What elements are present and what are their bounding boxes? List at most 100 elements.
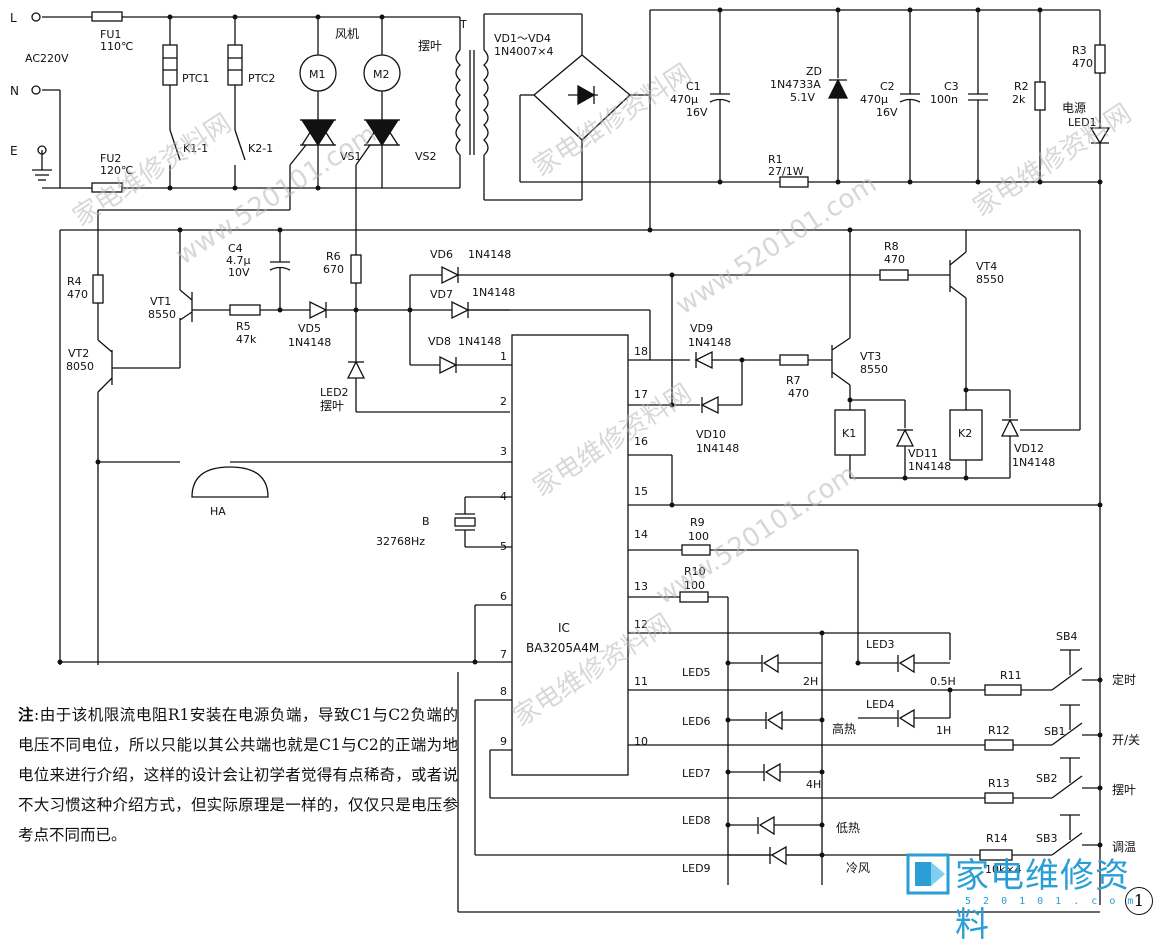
ic-pin-right: 18	[634, 345, 648, 358]
vd12-part: 1N4148	[1012, 456, 1055, 469]
logo-url: 5 2 0 1 0 1 . c o m	[965, 896, 1137, 907]
ic-pin-left: 5	[500, 540, 507, 553]
led6-label: LED6	[682, 715, 711, 728]
r9-label: R9	[690, 516, 705, 529]
crystal-label: B	[422, 515, 430, 528]
key-swing: 摆叶	[1112, 783, 1136, 797]
r2-label: R2	[1014, 80, 1029, 93]
ic-pin-right: 15	[634, 485, 648, 498]
led1-caption: 电源	[1062, 101, 1086, 115]
r5-value: 47k	[236, 333, 257, 346]
label-high-heat: 高热	[832, 721, 856, 736]
ptc1-label: PTC1	[182, 72, 209, 85]
buzzer-label: HA	[210, 505, 226, 518]
vd7-part: 1N4148	[472, 286, 515, 299]
vd6-part: 1N4148	[468, 248, 511, 261]
key-temp: 调温	[1112, 840, 1136, 854]
vs2-label: VS2	[415, 150, 437, 163]
c1-label: C1	[686, 80, 701, 93]
swing-motor-label: 摆叶	[418, 39, 442, 53]
ic-pin-right: 10	[634, 735, 648, 748]
c1-voltage: 16V	[686, 106, 708, 119]
r1-label: R1	[768, 153, 783, 166]
terminal-e: E	[10, 144, 18, 158]
zd-part: 1N4733A	[770, 78, 821, 91]
ic-pin-right: 12	[634, 618, 648, 631]
led2-caption: 摆叶	[320, 399, 344, 413]
led8-label: LED8	[682, 814, 711, 827]
r6-value: 670	[323, 263, 344, 276]
ic-pin-right: 16	[634, 435, 648, 448]
c2-label: C2	[880, 80, 895, 93]
ic-pin-left: 8	[500, 685, 507, 698]
footnote-text: :由于该机限流电阻R1安装在电源负端，导致C1与C2负端的电压不同电位，所以只能…	[18, 706, 458, 844]
ic-pin-left: 3	[500, 445, 507, 458]
transformer-label: T	[459, 18, 467, 31]
label-low-heat: 低热	[836, 821, 860, 835]
led2-label: LED2	[320, 386, 349, 399]
vd5-part: 1N4148	[288, 336, 331, 349]
site-logo: 家电维修资料 5 2 0 1 0 1 . c o m	[905, 846, 1155, 945]
label-4h: 4H	[806, 778, 821, 791]
r9-value: 100	[688, 530, 709, 543]
key-timer: 定时	[1112, 672, 1136, 687]
r13-label: R13	[988, 777, 1010, 790]
crystal-freq: 32768Hz	[376, 535, 425, 548]
led1-label: LED1	[1068, 116, 1097, 129]
ic-pin-right: 13	[634, 580, 648, 593]
footnote-lead: 注	[18, 705, 35, 724]
bridge-part: 1N4007×4	[494, 45, 553, 58]
r7-value: 470	[788, 387, 809, 400]
sb2-label: SB2	[1036, 772, 1058, 785]
c2-voltage: 16V	[876, 106, 898, 119]
c4-voltage: 10V	[228, 266, 250, 279]
vt1-part: 8550	[148, 308, 176, 321]
zd-label: ZD	[806, 65, 822, 78]
m2-label: M2	[373, 68, 390, 81]
ic-pin-right: 11	[634, 675, 648, 688]
sb1-label: SB1	[1044, 725, 1066, 738]
c3-label: C3	[944, 80, 959, 93]
c3-value: 100n	[930, 93, 958, 106]
vt4-part: 8550	[976, 273, 1004, 286]
ic-pin-left: 2	[500, 395, 507, 408]
logo-house-icon	[906, 853, 950, 895]
label-1h: 1H	[936, 724, 951, 737]
k1-label: K1	[842, 427, 856, 440]
vd7-label: VD7	[430, 288, 453, 301]
led4-label: LED4	[866, 698, 895, 711]
ptc2-label: PTC2	[248, 72, 275, 85]
r3-label: R3	[1072, 44, 1087, 57]
key-on-off: 开/关	[1112, 733, 1140, 747]
label-cold-air: 冷风	[846, 861, 870, 875]
k2-1-label: K2-1	[248, 142, 273, 155]
fu1-label: FU1	[100, 28, 121, 41]
ic-pin-left: 9	[500, 735, 507, 748]
r5-label: R5	[236, 320, 251, 333]
r8-value: 470	[884, 253, 905, 266]
footnote: 注:由于该机限流电阻R1安装在电源负端，导致C1与C2负端的电压不同电位，所以只…	[18, 700, 458, 850]
vt3-label: VT3	[860, 350, 881, 363]
led7-label: LED7	[682, 767, 711, 780]
label-2h: 2H	[803, 675, 818, 688]
ic-part: BA3205A4M	[526, 641, 599, 655]
r8-label: R8	[884, 240, 899, 253]
vd5-label: VD5	[298, 322, 321, 335]
vd12-label: VD12	[1014, 442, 1044, 455]
ic-pin-left: 1	[500, 350, 507, 363]
ic-pin-right: 17	[634, 388, 648, 401]
label-05h: 0.5H	[930, 675, 956, 688]
r14-value: 10k×4	[985, 863, 1022, 876]
vd6-label: VD6	[430, 248, 453, 261]
ic-pin-right: 14	[634, 528, 648, 541]
vd9-label: VD9	[690, 322, 713, 335]
vd10-part: 1N4148	[696, 442, 739, 455]
led9-label: LED9	[682, 862, 711, 875]
m1-label: M1	[309, 68, 326, 81]
bridge-label: VD1～VD4	[494, 32, 551, 45]
r11-label: R11	[1000, 669, 1022, 682]
vt3-part: 8550	[860, 363, 888, 376]
ac-label: AC220V	[25, 52, 69, 65]
ic-pin-left: 6	[500, 590, 507, 603]
